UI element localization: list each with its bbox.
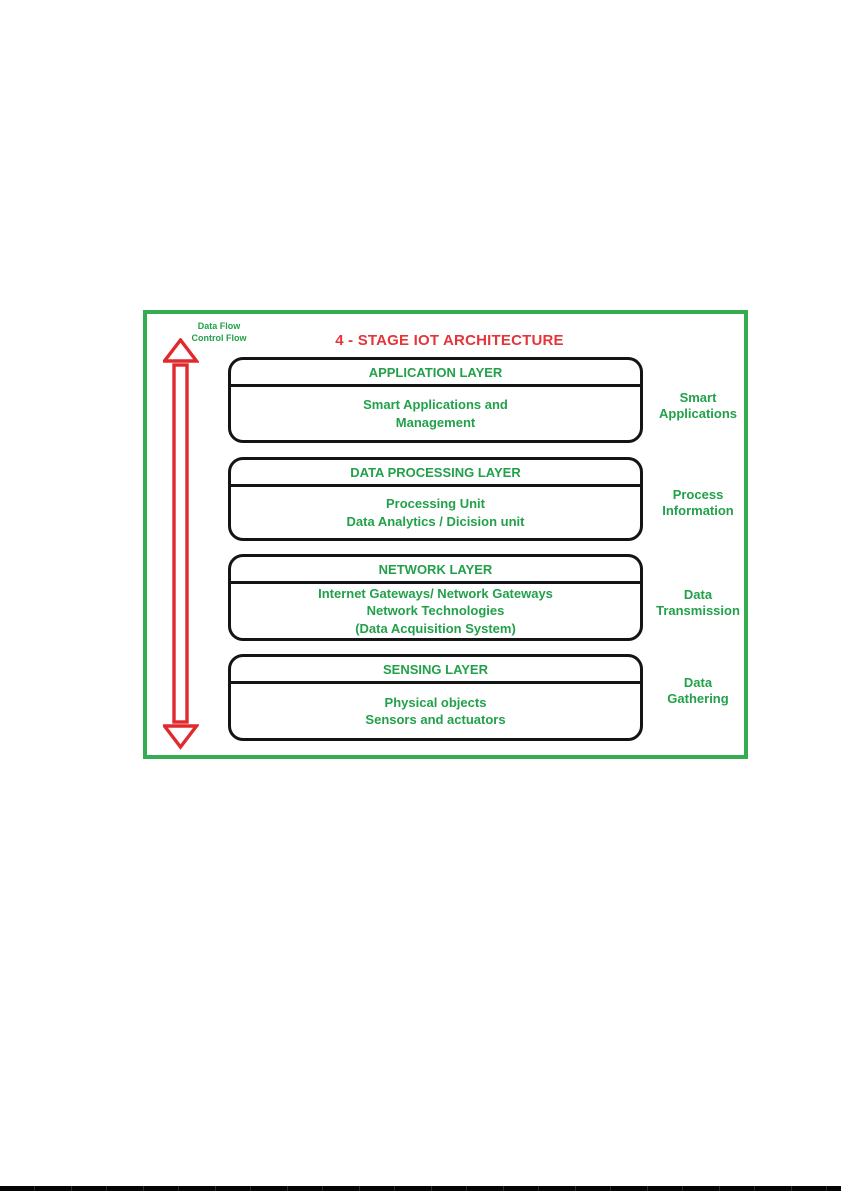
layer-box-sensing: SENSING LAYER Physical objects Sensors a… [228,654,643,741]
side-label-data-gathering: Data Gathering [667,675,729,706]
diagram-title: 4 - STAGE IOT ARCHITECTURE [335,332,564,349]
network-layer-header: NETWORK LAYER [231,557,640,584]
sensing-layer-header: SENSING LAYER [231,657,640,684]
sensing-layer-body: Physical objects Sensors and actuators [365,694,506,728]
data-flow-arrow-icon [163,338,199,750]
data-processing-layer-body: Processing Unit Data Analytics / Dicisio… [346,496,525,529]
application-layer-header: APPLICATION LAYER [231,360,640,387]
network-layer-body: Internet Gateways/ Network Gateways Netw… [318,585,553,636]
side-label-smart-applications: Smart Applications [658,390,737,421]
iot-architecture-diagram: 4 - STAGE IOT ARCHITECTURE Data Flow Con… [143,310,748,759]
layer-box-application: APPLICATION LAYER Smart Applications and… [228,357,643,443]
layer-box-data-processing: DATA PROCESSING LAYER Processing Unit Da… [228,457,643,541]
side-label-data-transmission: Data Transmission [656,587,740,618]
application-layer-body: Smart Applications and Management [363,397,508,430]
data-processing-layer-header: DATA PROCESSING LAYER [231,460,640,487]
side-label-process-information: Process Information [662,487,734,518]
bottom-edge-line [0,1186,841,1191]
layer-box-network: NETWORK LAYER Internet Gateways/ Network… [228,554,643,641]
flow-labels: Data Flow Control Flow [191,321,247,343]
